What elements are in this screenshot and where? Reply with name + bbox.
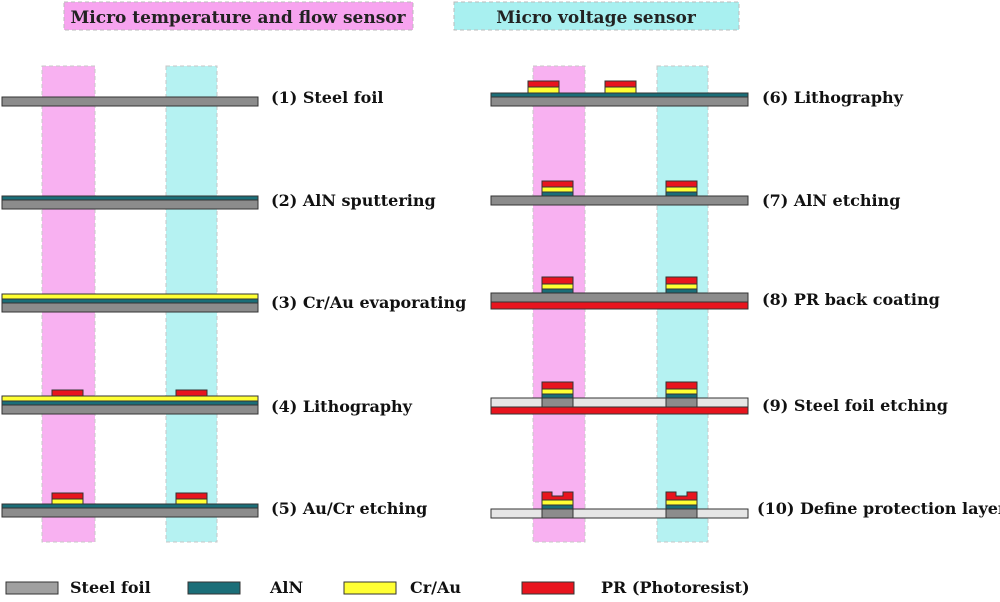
header-left-text: Micro temperature and flow sensor [70, 8, 406, 28]
step-3-label: (3) Cr/Au evaporating [271, 293, 466, 312]
step-7-label: (7) AlN etching [762, 191, 900, 210]
step-10-label: (10) Define protection layer [757, 499, 1000, 518]
step-9-layers [490, 381, 749, 415]
legend: Steel foil AlN Cr/Au PR (Photoresist) [5, 578, 750, 597]
step-8-label: (8) PR back coating [762, 290, 940, 309]
step-6-label: (6) Lithography [762, 88, 904, 107]
legend-item-aln: AlN [187, 578, 303, 597]
step-2-label: (2) AlN sputtering [271, 191, 436, 210]
step-1-label: (1) Steel foil [271, 88, 384, 107]
step-5-layers [1, 492, 259, 518]
step-1-layers [1, 96, 259, 107]
legend-item-steel-foil: Steel foil [5, 578, 151, 597]
legend-label-crau: Cr/Au [410, 578, 461, 597]
legend-label-aln: AlN [269, 578, 303, 597]
header-right: Micro voltage sensor [453, 1, 740, 31]
legend-item-crau: Cr/Au [343, 578, 461, 597]
header-right-text: Micro voltage sensor [496, 8, 697, 28]
step-5-label: (5) Au/Cr etching [271, 499, 427, 518]
step-7-layers [490, 180, 749, 206]
step-6-layers [490, 80, 749, 107]
step-4-layers [1, 389, 259, 415]
header-left: Micro temperature and flow sensor [63, 1, 414, 31]
legend-item-pr: PR (Photoresist) [521, 578, 750, 597]
step-2-layers [1, 195, 259, 210]
step-9-label: (9) Steel foil etching [762, 396, 948, 415]
step-4-label: (4) Lithography [271, 397, 413, 416]
step-3-layers [1, 293, 259, 313]
step-10-layers [490, 491, 749, 519]
step-8-layers [490, 276, 749, 310]
legend-label-steel-foil: Steel foil [70, 578, 151, 597]
legend-label-pr: PR (Photoresist) [601, 578, 750, 597]
